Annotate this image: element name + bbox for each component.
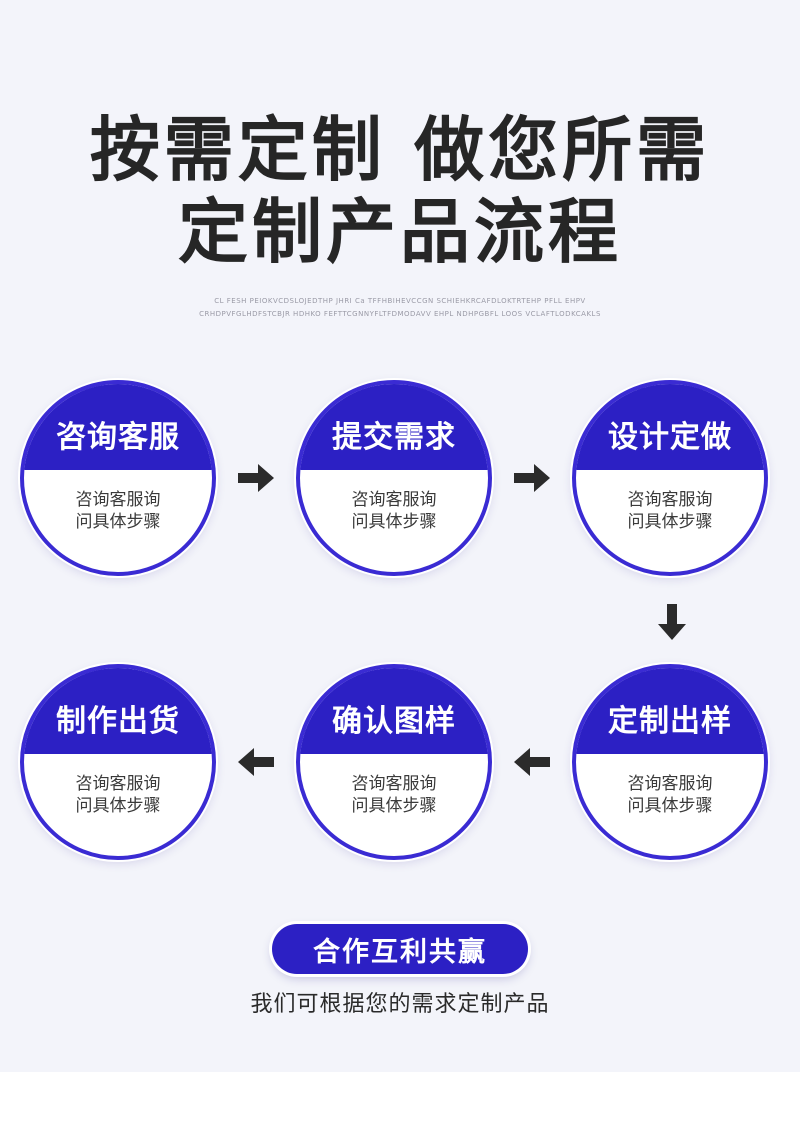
step-description: 咨询客服询 问具体步骤 bbox=[300, 773, 488, 817]
step-description-line-1: 咨询客服询 bbox=[75, 774, 161, 794]
bottom-band bbox=[0, 1072, 800, 1129]
step-confirm-design: 确认图样 咨询客服询 问具体步骤 bbox=[296, 664, 492, 860]
step-title: 定制出样 bbox=[576, 668, 764, 754]
step-title: 制作出货 bbox=[24, 668, 212, 754]
fine-print-line-1: CL FESH PEIOKVCDSLOJEDTHP JHRI Ca TFFHBI… bbox=[214, 297, 586, 305]
arrow-down-icon bbox=[652, 602, 692, 642]
step-title: 设计定做 bbox=[576, 384, 764, 470]
step-description-line-2: 问具体步骤 bbox=[351, 512, 437, 532]
cooperation-badge: 合作互利共赢 bbox=[272, 924, 528, 974]
step-description-line-1: 咨询客服询 bbox=[351, 490, 437, 510]
step-description: 咨询客服询 问具体步骤 bbox=[576, 773, 764, 817]
step-description: 咨询客服询 问具体步骤 bbox=[576, 489, 764, 533]
step-description-line-1: 咨询客服询 bbox=[627, 774, 713, 794]
arrow-left-icon bbox=[236, 742, 276, 782]
arrow-left-icon bbox=[512, 742, 552, 782]
step-description-line-2: 问具体步骤 bbox=[75, 796, 161, 816]
step-title: 咨询客服 bbox=[24, 384, 212, 470]
step-description-line-1: 咨询客服询 bbox=[627, 490, 713, 510]
step-submit-requirements: 提交需求 咨询客服询 问具体步骤 bbox=[296, 380, 492, 576]
arrow-right-icon bbox=[236, 458, 276, 498]
step-make-sample: 定制出样 咨询客服询 问具体步骤 bbox=[572, 664, 768, 860]
step-description-line-1: 咨询客服询 bbox=[75, 490, 161, 510]
step-description-line-2: 问具体步骤 bbox=[75, 512, 161, 532]
step-description-line-2: 问具体步骤 bbox=[627, 512, 713, 532]
step-title: 提交需求 bbox=[300, 384, 488, 470]
step-description: 咨询客服询 问具体步骤 bbox=[300, 489, 488, 533]
page-title-line-1: 按需定制 做您所需 bbox=[89, 109, 711, 191]
step-description-line-2: 问具体步骤 bbox=[627, 796, 713, 816]
step-design-custom: 设计定做 咨询客服询 问具体步骤 bbox=[572, 380, 768, 576]
step-description: 咨询客服询 问具体步骤 bbox=[24, 489, 212, 533]
step-produce-ship: 制作出货 咨询客服询 问具体步骤 bbox=[20, 664, 216, 860]
fine-print-line-2: CRHDPVFGLHDFSTCBJR HDHKO FEFTTCGNNYFLTFD… bbox=[199, 310, 601, 318]
tagline: 我们可根据您的需求定制产品 bbox=[250, 992, 550, 1017]
step-description-line-1: 咨询客服询 bbox=[351, 774, 437, 794]
page-title-line-2: 定制产品流程 bbox=[178, 191, 622, 273]
step-description: 咨询客服询 问具体步骤 bbox=[24, 773, 212, 817]
step-title: 确认图样 bbox=[300, 668, 488, 754]
step-consult-service: 咨询客服 咨询客服询 问具体步骤 bbox=[20, 380, 216, 576]
step-description-line-2: 问具体步骤 bbox=[351, 796, 437, 816]
arrow-right-icon bbox=[512, 458, 552, 498]
